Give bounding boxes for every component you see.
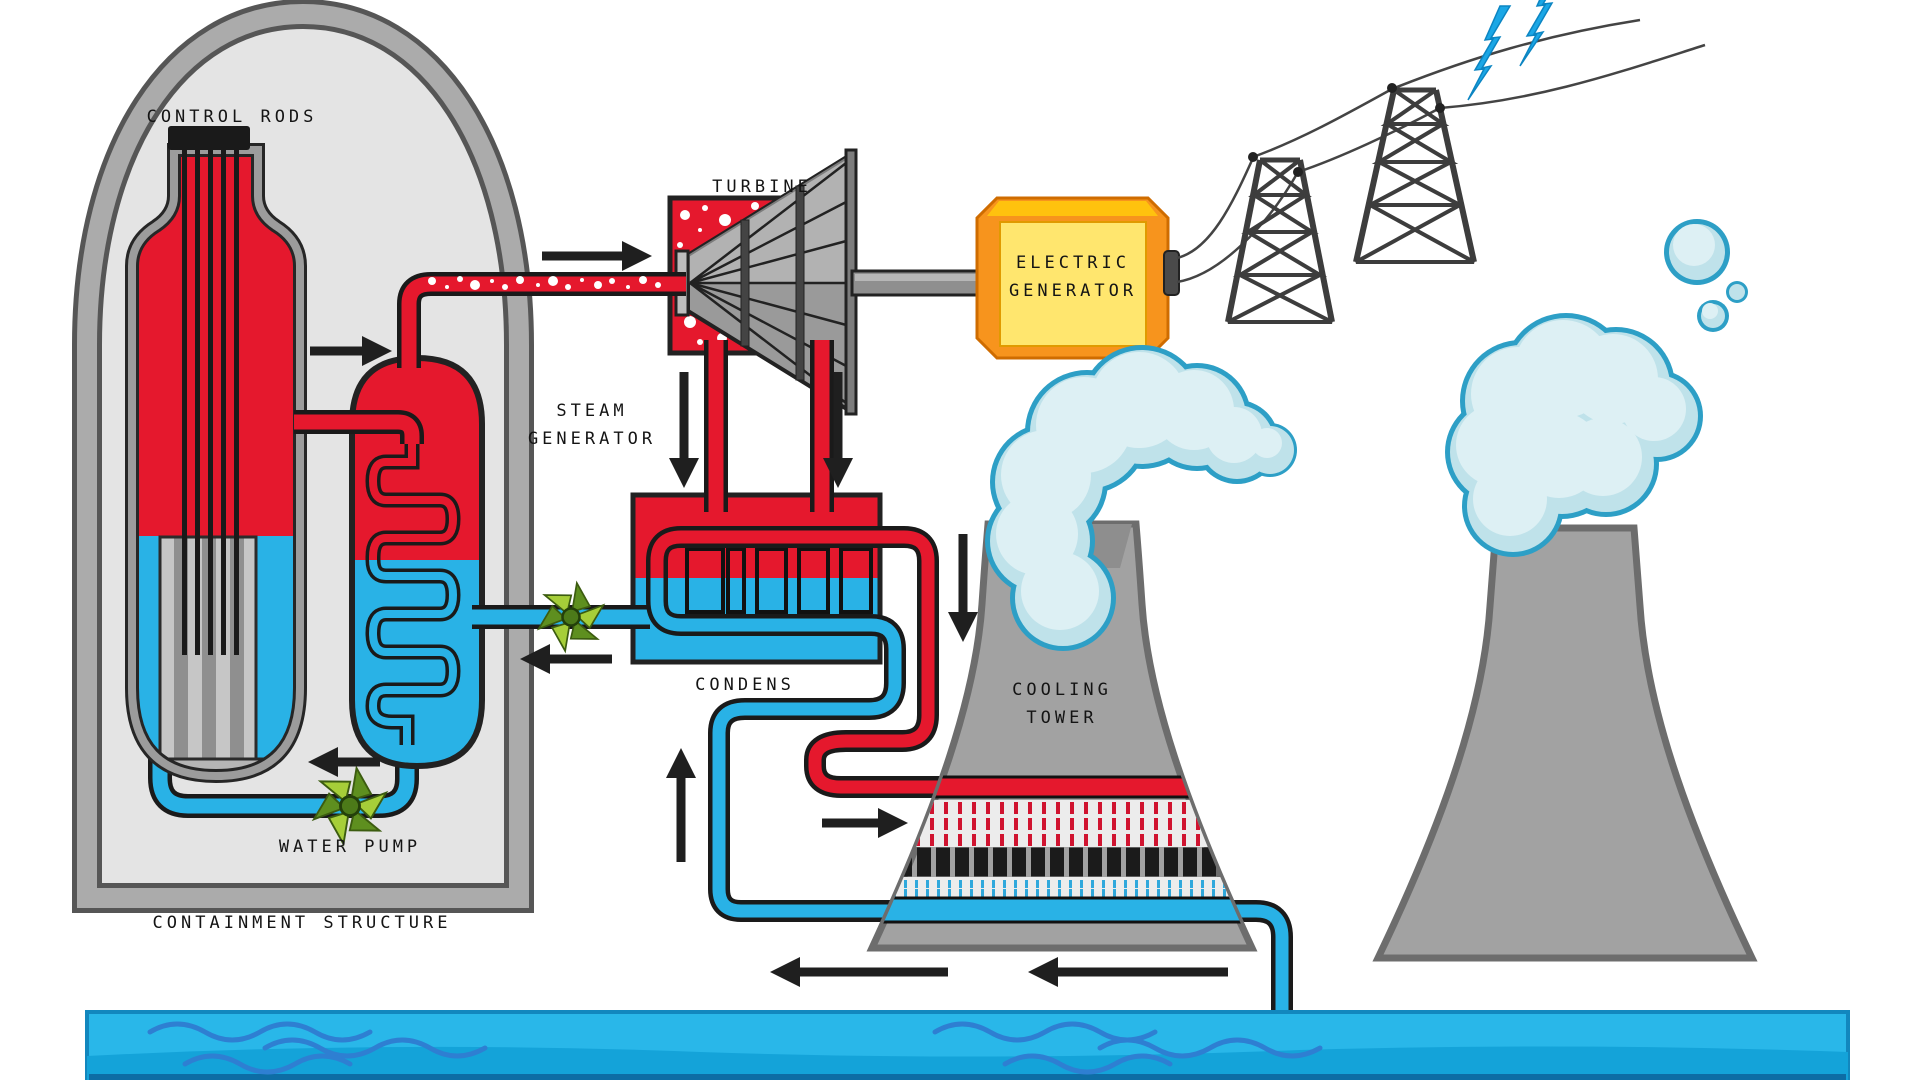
steam-cloud-1 xyxy=(985,345,1297,651)
power-pylon-1 xyxy=(1225,152,1335,324)
flow-arrow-down-exhaust-right xyxy=(823,372,853,488)
turbine-rotor xyxy=(674,148,858,416)
flow-arrow-right-reactor xyxy=(310,336,392,366)
tower-basin xyxy=(872,896,1252,924)
condenser xyxy=(630,492,883,665)
feedwater-pump-icon xyxy=(537,581,605,653)
containment-structure-label: CONTAINMENT STRUCTURE xyxy=(153,913,452,933)
flow-arrow-down-exhaust-left xyxy=(669,372,699,488)
steam-cloud-2 xyxy=(1445,219,1748,557)
cooling-tower-label-2: TOWER xyxy=(1026,708,1097,728)
steam-generator-label-2: GENERATOR xyxy=(528,429,656,449)
electric-generator: ELECTRIC GENERATOR xyxy=(975,196,1180,360)
steam-generator-vessel xyxy=(349,354,485,770)
tower-hot-water-band xyxy=(872,775,1252,799)
flow-arrows xyxy=(308,241,1228,987)
turbine-label: TURBINE xyxy=(712,177,812,197)
power-line-wires xyxy=(1176,18,1706,284)
cooling-water-loop-pipe xyxy=(646,526,1005,922)
flow-arrow-left-under-tower xyxy=(1028,957,1228,987)
water-pump-label: WATER PUMP xyxy=(279,837,421,857)
steam-generator-label-1: STEAM xyxy=(556,401,627,421)
control-rods-label: CONTROL RODS xyxy=(147,107,318,127)
generator-terminal xyxy=(1163,250,1180,296)
reactor-vessel xyxy=(125,126,307,784)
main-steam-pipe xyxy=(397,272,686,368)
power-pylon-2 xyxy=(1353,83,1477,264)
flow-arrow-down-tower-inlet xyxy=(948,534,978,642)
water-body xyxy=(85,1010,1850,1080)
electric-generator-label-2: GENERATOR xyxy=(1009,281,1137,301)
steam-dots xyxy=(428,276,661,290)
electric-generator-label-1: ELECTRIC xyxy=(1016,253,1130,273)
flow-arrow-up-cooling-riser xyxy=(666,748,696,862)
flow-arrow-right-tower-feed xyxy=(822,808,908,838)
drive-shaft xyxy=(850,269,984,297)
flow-arrow-left-basin-out xyxy=(770,957,948,987)
turbine xyxy=(667,148,858,416)
cooling-tower-label-1: COOLING xyxy=(1012,680,1112,700)
wave-icon xyxy=(147,1021,1323,1075)
tower-spray-zone xyxy=(872,800,1252,847)
turbine-exhaust-pipes xyxy=(704,340,834,512)
flow-arrow-left-cold-leg xyxy=(308,747,380,777)
control-rods xyxy=(168,126,250,655)
flow-arrow-right-steam-line xyxy=(542,241,652,271)
condenser-label: CONDENS xyxy=(695,675,795,695)
cooling-tower-2 xyxy=(1372,524,1758,962)
flow-arrow-left-feedwater xyxy=(520,644,612,674)
lightning-icon xyxy=(1467,0,1554,101)
steam-generator-coil xyxy=(365,428,461,745)
condenser-tube-slots xyxy=(685,547,873,614)
